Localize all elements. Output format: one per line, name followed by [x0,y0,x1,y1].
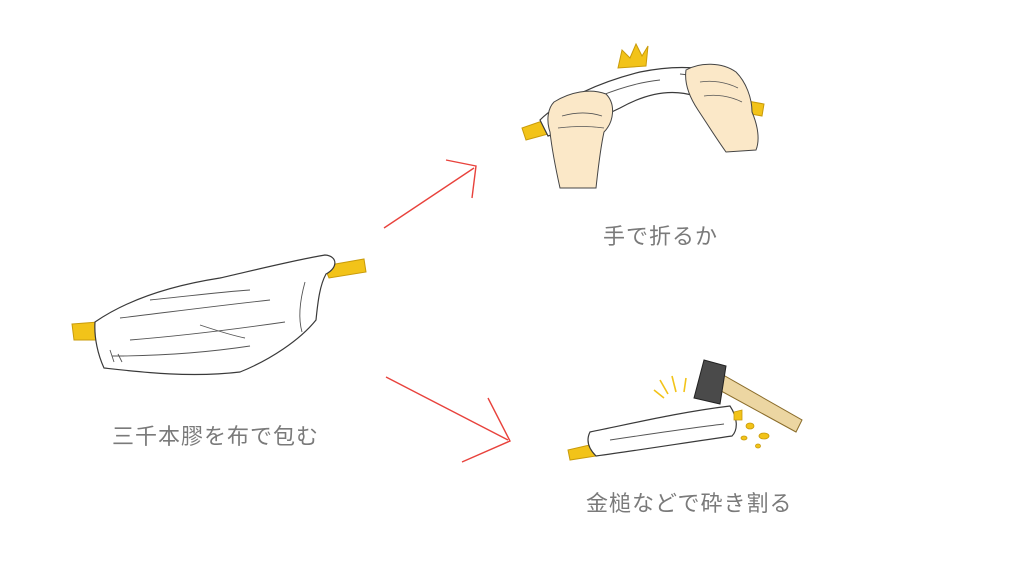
impact-lines [653,375,687,399]
bend-by-hand-illustration [521,42,765,189]
crack-mark-icon [617,42,649,69]
glue-chip [758,432,770,440]
arrow-to-hammer [385,376,511,463]
caption-wrap-in-cloth: 三千本膠を布で包む [112,425,320,450]
wrapped-glue-stick-illustration [71,254,367,376]
cloth-wrap-flat [587,405,737,457]
hammer-head [693,359,727,405]
hammer-break-illustration [567,359,803,461]
glue-chip [740,435,748,441]
arrow-to-bend [383,159,477,229]
glue-stick-end-right [323,258,367,279]
glue-stick-end-left [71,321,99,341]
right-hand [685,63,759,153]
caption-break-with-hammer: 金槌などで砕き割る [586,492,793,517]
cloth-wrap [94,254,336,376]
glue-chip [755,443,761,449]
caption-bend-by-hand: 手で折るか [603,225,719,250]
glue-shard [733,409,743,421]
left-hand [547,90,613,189]
glue-chip [745,422,755,430]
